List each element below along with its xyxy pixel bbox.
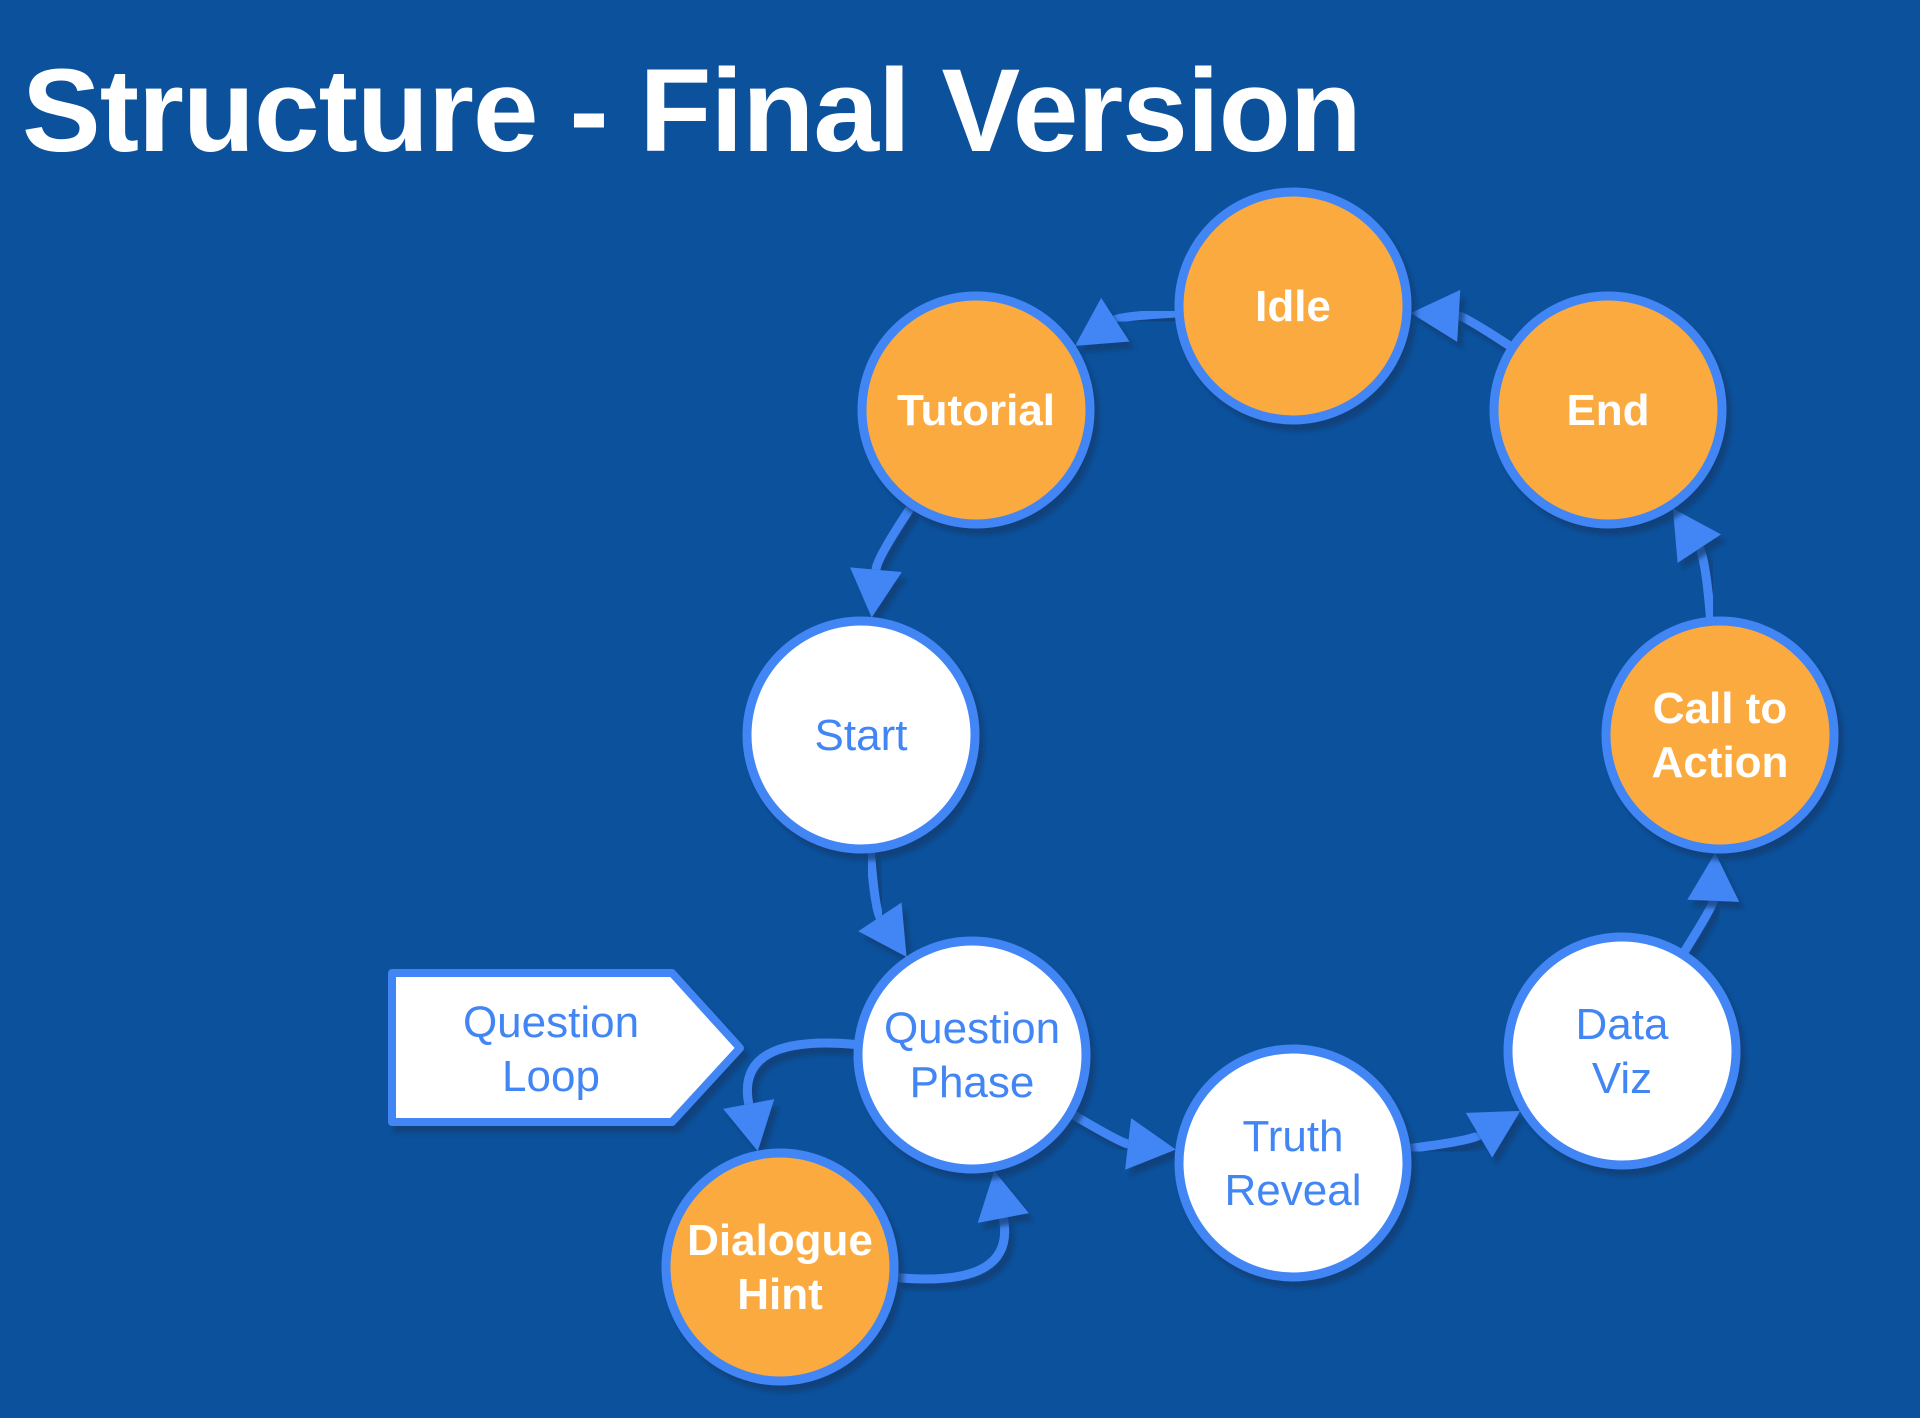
node-label: Phase	[910, 1058, 1035, 1107]
edge-line	[871, 503, 916, 571]
callout-shape	[388, 969, 744, 1126]
edge-truth-reveal-to-data-viz	[1407, 1110, 1521, 1158]
node-circle	[1174, 187, 1412, 425]
node-label: Question	[884, 1004, 1060, 1053]
node-tutorial[interactable]: Tutorial	[857, 291, 1095, 529]
edge-data-viz-to-call-to-action	[1679, 852, 1740, 956]
node-end[interactable]: End	[1489, 291, 1727, 529]
edge-line	[742, 1038, 857, 1105]
arrowhead-icon	[977, 1170, 1029, 1223]
edges-layer	[723, 289, 1740, 1284]
edge-line	[865, 850, 884, 920]
node-label: Hint	[737, 1270, 823, 1319]
arrowhead-icon	[723, 1099, 775, 1152]
node-circle	[853, 936, 1091, 1174]
edge-idle-to-tutorial	[1075, 297, 1178, 346]
edge-question-phase-to-dialogue-hint	[723, 1038, 857, 1152]
node-label: Truth	[1242, 1112, 1343, 1161]
arrowhead-icon	[858, 902, 907, 957]
node-label: Viz	[1592, 1054, 1652, 1103]
edge-end-to-idle	[1410, 289, 1514, 351]
arrowhead-icon	[1125, 1118, 1176, 1170]
callout-label-line: Loop	[502, 1052, 600, 1101]
page-title: Structure - Final Version	[22, 45, 1362, 177]
edge-line	[1457, 311, 1514, 351]
node-label: Action	[1652, 738, 1789, 787]
edge-line	[1407, 1131, 1482, 1154]
arrowhead-icon	[1687, 852, 1740, 902]
node-label: End	[1566, 386, 1649, 435]
edge-line	[895, 1217, 1010, 1284]
node-label: Call to	[1653, 684, 1787, 733]
node-label: Reveal	[1225, 1166, 1362, 1215]
node-start[interactable]: Start	[742, 616, 980, 854]
edge-start-to-question-phase	[858, 850, 907, 957]
node-label: Start	[815, 711, 908, 760]
node-circle	[1601, 616, 1839, 854]
arrowhead-icon	[1672, 508, 1722, 563]
edge-tutorial-to-start	[850, 503, 916, 618]
node-circle	[742, 616, 980, 854]
edge-line	[1695, 546, 1716, 620]
arrowhead-icon	[850, 567, 902, 618]
node-circle	[857, 291, 1095, 529]
node-circle	[1503, 932, 1741, 1170]
callout-label-line: Question	[463, 998, 639, 1047]
arrowhead-icon	[1410, 289, 1461, 342]
node-label: Data	[1576, 1000, 1669, 1049]
arrowhead-icon	[1465, 1110, 1521, 1158]
edge-call-to-action-to-end	[1672, 508, 1722, 620]
arrowhead-icon	[1075, 297, 1130, 346]
node-circle	[661, 1148, 899, 1386]
node-label: Idle	[1255, 282, 1331, 331]
node-idle[interactable]: Idle	[1174, 187, 1412, 425]
edge-dialogue-hint-to-question-phase	[895, 1170, 1029, 1284]
node-call-to-action[interactable]: Call to Action	[1601, 616, 1839, 854]
node-circle	[1174, 1044, 1412, 1282]
edge-line	[1112, 308, 1178, 324]
node-label: Tutorial	[897, 386, 1055, 435]
edge-line	[1069, 1110, 1130, 1149]
node-label: Dialogue	[687, 1216, 873, 1265]
edge-question-phase-to-truth-reveal	[1069, 1110, 1176, 1170]
edge-line	[1679, 899, 1718, 956]
node-circle	[1489, 291, 1727, 529]
